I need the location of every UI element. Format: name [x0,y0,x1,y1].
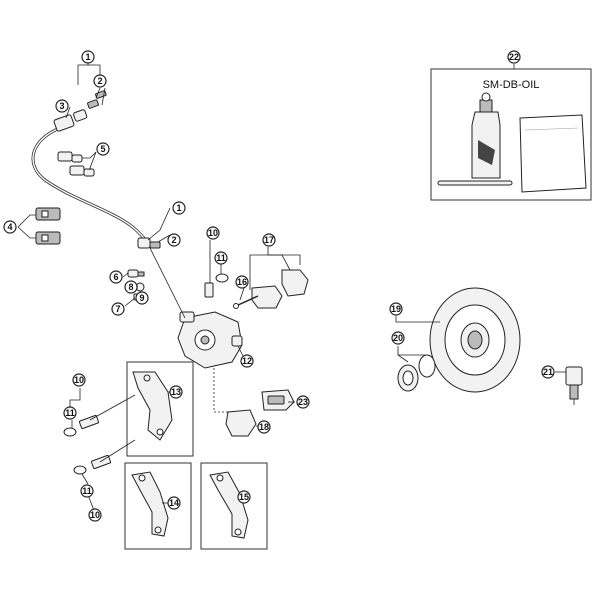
callout-19: 19 [389,302,403,316]
svg-text:16: 16 [237,277,247,287]
callout-20: 20 [391,331,405,345]
adapter-box-14 [124,462,192,550]
rotor-lockring [397,354,436,392]
bleed-nipple [231,335,243,347]
callout-21: 21 [541,365,555,379]
svg-text:2: 2 [171,235,176,245]
oil-kit-label: SM-DB-OIL [483,79,540,91]
callout-10-bottom: 10 [88,508,102,522]
svg-text:1: 1 [85,52,90,62]
callout-17: 17 [262,233,276,247]
callout-22: 22 [507,50,521,64]
callout-1-mid: 1 [172,201,186,215]
hose-clamp [35,207,61,245]
svg-text:17: 17 [264,235,274,245]
svg-text:21: 21 [543,367,553,377]
callout-10-mid: 10 [72,373,86,387]
callout-6: 6 [109,270,123,284]
callout-2-top: 2 [93,74,107,88]
svg-text:8: 8 [128,282,133,292]
adapter-box-13 [126,361,194,457]
svg-text:3: 3 [59,101,64,111]
mounting-bolt-bottom [73,454,112,475]
callout-14: 14 [167,496,181,510]
svg-text:10: 10 [90,510,100,520]
svg-text:20: 20 [393,333,403,343]
hose-fitting-top [53,90,107,132]
callout-11-top: 11 [214,251,228,265]
pad-set-18 [225,409,257,437]
svg-text:12: 12 [242,356,252,366]
svg-text:13: 13 [171,387,181,397]
svg-text:18: 18 [259,422,269,432]
svg-text:23: 23 [298,397,308,407]
brake-pads [233,269,309,309]
callout-10-top: 10 [206,226,220,240]
svg-text:10: 10 [208,228,218,238]
hose-fitting-caliper [137,237,161,249]
pad-set-23 [261,389,295,411]
callout-7: 7 [111,302,125,316]
callout-5: 5 [96,142,110,156]
callout-11-mid: 11 [63,406,77,420]
callout-4: 4 [3,220,17,234]
callout-3: 3 [55,99,69,113]
callout-15: 15 [237,490,251,504]
svg-text:1: 1 [176,203,181,213]
svg-text:11: 11 [65,408,75,418]
svg-text:10: 10 [74,375,84,385]
mounting-bolt-top [204,273,229,298]
oil-kit-box: SM-DB-OIL [430,68,592,201]
brake-caliper [149,247,243,369]
callout-18: 18 [257,420,271,434]
lockring-tool [565,366,583,405]
svg-text:5: 5 [100,144,105,154]
svg-text:11: 11 [82,486,92,496]
callout-12: 12 [240,354,254,368]
disc-rotor [429,287,521,393]
hose-connector-insert [57,151,95,177]
callout-1-top: 1 [81,50,95,64]
adapter-box-15 [200,462,268,550]
svg-text:6: 6 [113,272,118,282]
mounting-bolt-middle [63,414,100,437]
callout-2-mid: 2 [167,233,181,247]
callout-23: 23 [296,395,310,409]
callout-16: 16 [235,275,249,289]
callout-8: 8 [124,280,138,294]
svg-text:7: 7 [115,304,120,314]
svg-text:11: 11 [216,253,226,263]
svg-text:9: 9 [139,293,144,303]
svg-text:19: 19 [391,304,401,314]
brake-hose [31,126,152,247]
svg-text:15: 15 [239,492,249,502]
svg-text:4: 4 [7,222,12,232]
callout-11-bottom: 11 [80,484,94,498]
svg-text:22: 22 [509,52,519,62]
callout-13: 13 [169,385,183,399]
callout-9: 9 [135,291,149,305]
svg-text:2: 2 [97,76,102,86]
svg-text:14: 14 [169,498,179,508]
